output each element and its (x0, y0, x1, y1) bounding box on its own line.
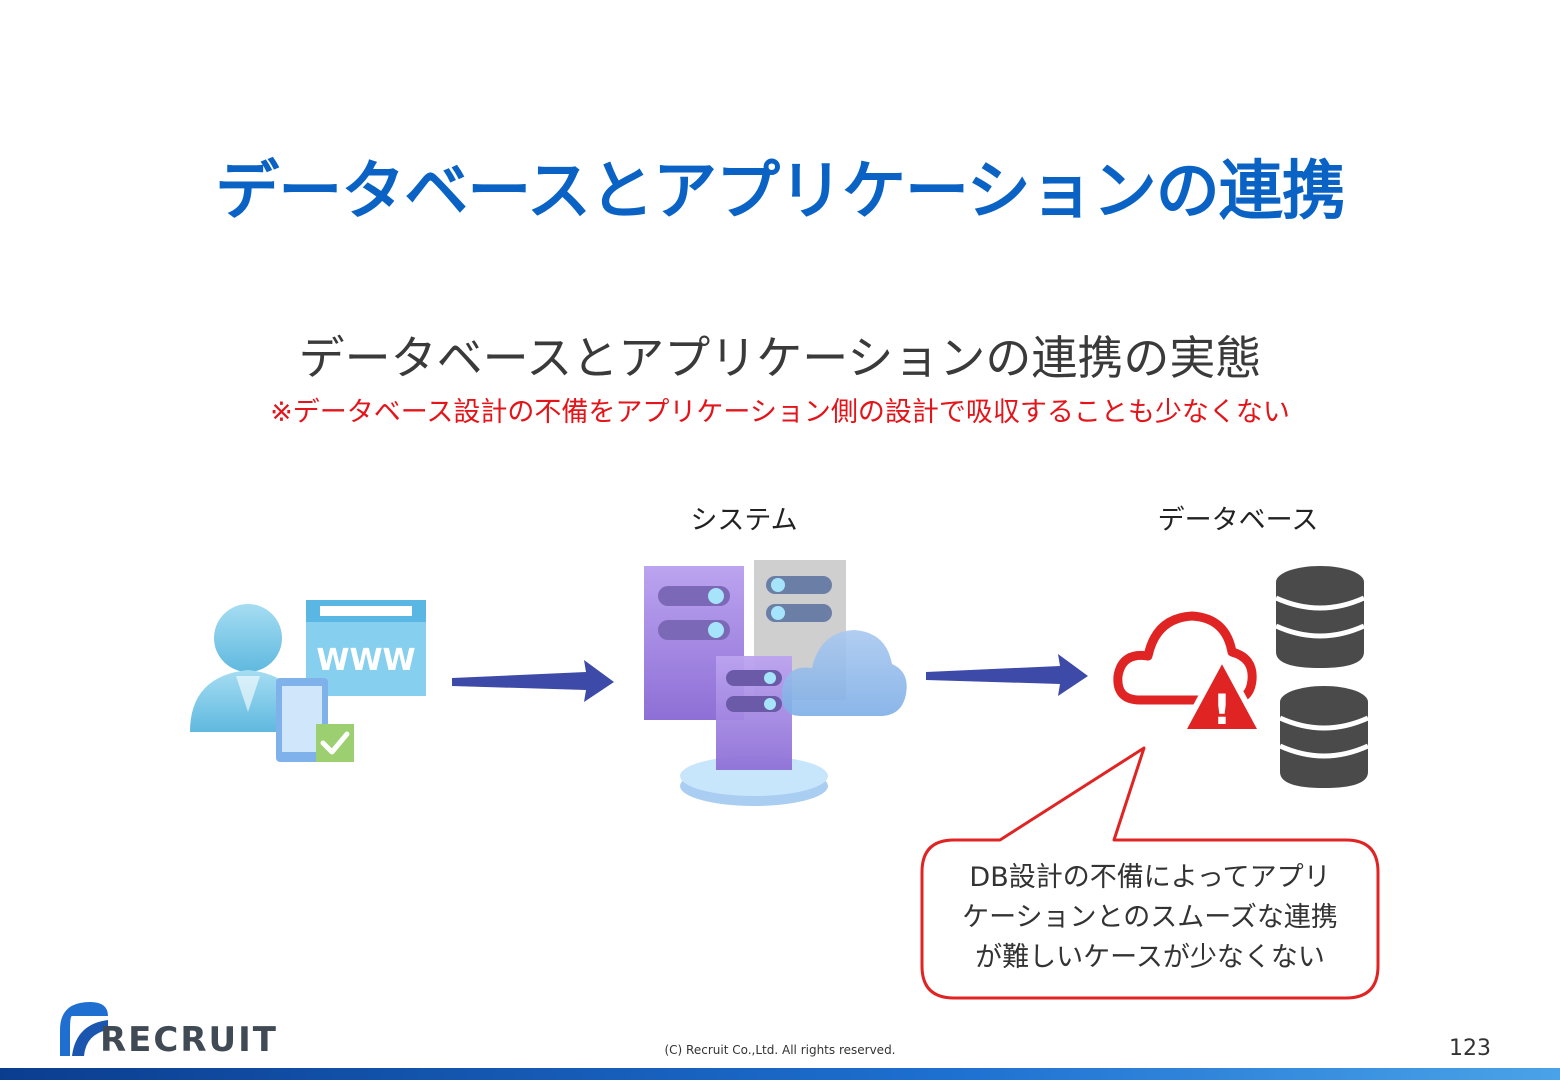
warning-mark: ! (1212, 685, 1231, 734)
copyright: (C) Recruit Co.,Ltd. All rights reserved… (664, 1043, 896, 1057)
cloud-warning-icon: ! (1113, 611, 1265, 735)
arrow-user-to-system (452, 660, 614, 702)
recruit-logo-mark (60, 1002, 108, 1056)
callout-text: DB設計の不備によってアプリ ケーションとのスムーズな連携 が難しいケースが少な… (930, 858, 1370, 978)
database-icon (1274, 566, 1366, 668)
footer-bar (0, 1068, 1560, 1080)
page-number: 123 (1449, 1036, 1491, 1061)
database-icon-2 (1278, 686, 1370, 788)
callout-line: ケーションとのスムーズな連携 (962, 902, 1338, 933)
server-icon (644, 560, 846, 806)
slide-title: データベースとアプリケーションの連携 (215, 155, 1346, 229)
www-text: WWW (316, 643, 415, 678)
callout-line: が難しいケースが少なくない (975, 942, 1325, 973)
database-label: データベース (1157, 505, 1319, 536)
recruit-logo: RECRUIT (100, 1020, 278, 1060)
cloud-icon (781, 630, 907, 716)
callout-line: DB設計の不備によってアプリ (969, 862, 1331, 893)
arrow-system-to-database (926, 654, 1088, 696)
slide-note: ※データベース設計の不備をアプリケーション側の設計で吸収することも少なくない (270, 397, 1290, 428)
system-label: システム (690, 505, 798, 536)
check-icon (316, 724, 354, 762)
callout-bubble (920, 746, 1380, 1000)
slide-subtitle: データベースとアプリケーションの連携の実態 (298, 331, 1262, 385)
smartphone-icon (276, 678, 328, 762)
